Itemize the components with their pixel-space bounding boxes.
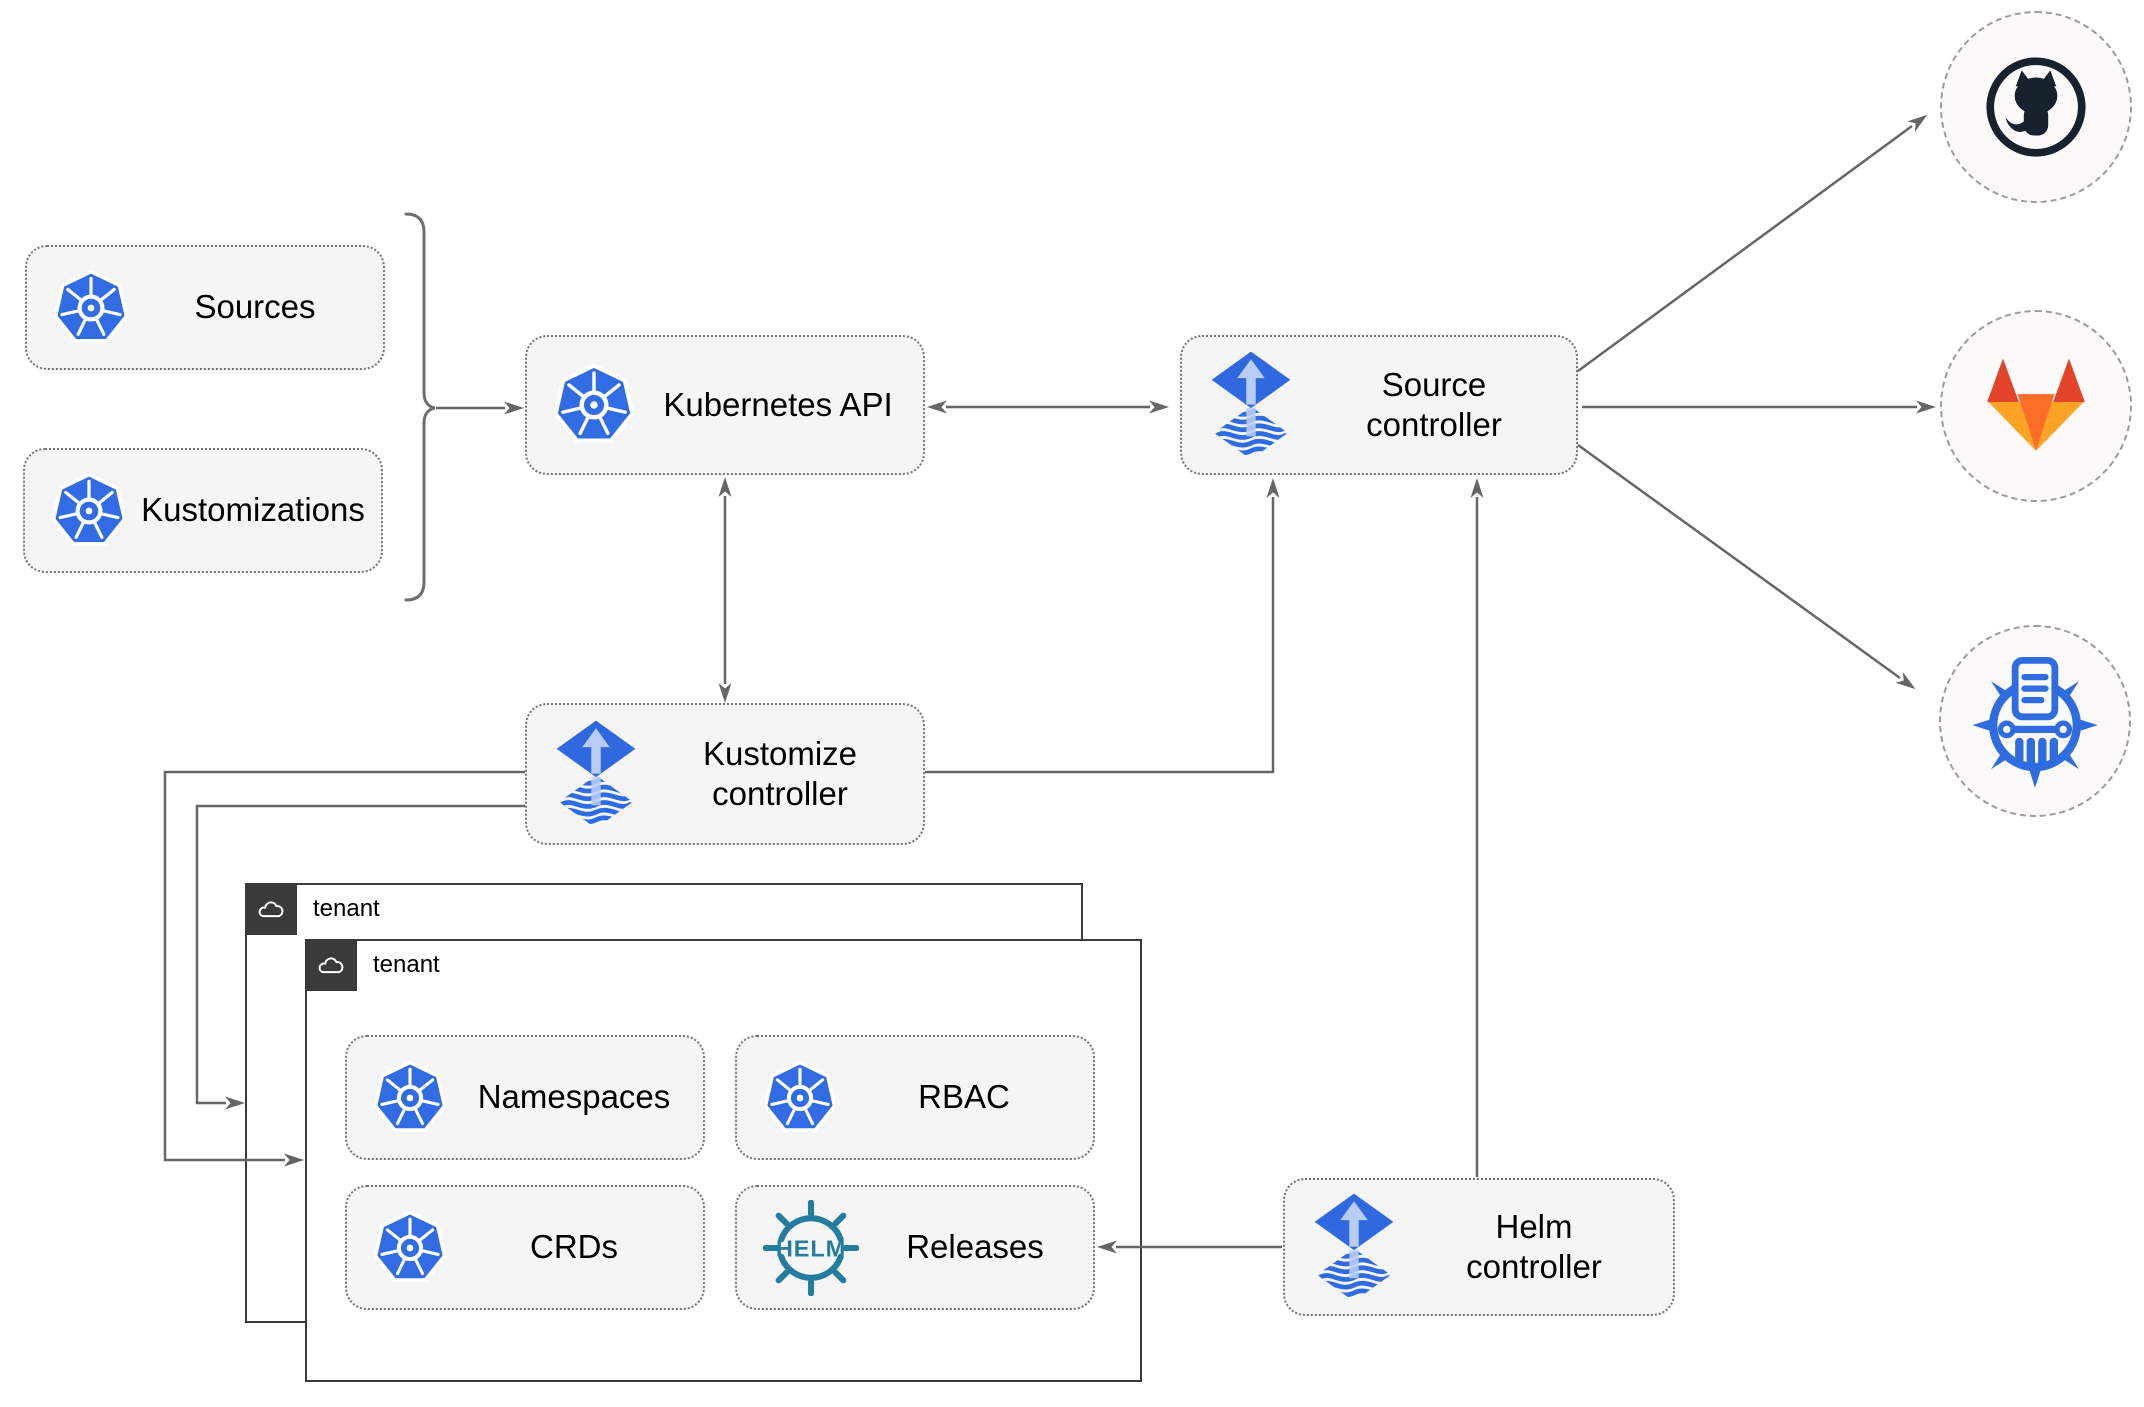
cloud-icon bbox=[316, 954, 346, 976]
edge-source-controller-to-registry bbox=[1577, 443, 1916, 690]
tenant-back-label: tenant bbox=[313, 895, 380, 922]
github-repository bbox=[1940, 11, 2132, 203]
container-registry-museum-icon bbox=[1966, 652, 2104, 790]
edge-source-controller-to-github bbox=[1577, 114, 1928, 373]
kubernetes-api-node: Kubernetes API bbox=[525, 335, 925, 475]
sources-label: Sources bbox=[194, 288, 316, 326]
gitlab-fox-icon bbox=[1970, 353, 2102, 459]
helm-wheel-icon bbox=[763, 1200, 859, 1296]
releases-label: Releases bbox=[906, 1228, 1044, 1266]
crds-node: CRDs bbox=[345, 1185, 705, 1310]
flux-gitops-arrow-icon bbox=[553, 718, 639, 831]
tenant-front-tab bbox=[304, 938, 357, 991]
tenant-front-label: tenant bbox=[373, 951, 440, 978]
kustomizations-label: Kustomizations bbox=[141, 491, 365, 529]
crds-label: CRDs bbox=[530, 1228, 618, 1266]
kustomizations-node: Kustomizations bbox=[23, 448, 383, 573]
kustomize-controller-node: Kustomize controller bbox=[525, 703, 925, 845]
github-octocat-icon bbox=[1975, 46, 2097, 168]
kubernetes-wheel-icon bbox=[763, 1061, 837, 1135]
edge-kustomize-controller-to-source-controller bbox=[925, 478, 1280, 774]
sources-node: Sources bbox=[25, 245, 385, 370]
source-controller-label: Source controller bbox=[1366, 365, 1502, 443]
helm-controller-node: Helm controller bbox=[1283, 1178, 1675, 1316]
namespaces-label: Namespaces bbox=[477, 1078, 671, 1116]
kubernetes-wheel-icon bbox=[373, 1211, 447, 1285]
cloud-icon bbox=[256, 898, 286, 920]
container-registry bbox=[1939, 625, 2131, 817]
namespaces-node: Namespaces bbox=[345, 1035, 705, 1160]
kubernetes-wheel-icon bbox=[53, 270, 129, 346]
rbac-node: RBAC bbox=[735, 1035, 1095, 1160]
tenant-group-front: tenant bbox=[304, 938, 1142, 1382]
kubernetes-wheel-icon bbox=[51, 473, 127, 549]
helm-controller-label: Helm controller bbox=[1466, 1207, 1602, 1285]
tenant-back-tab bbox=[244, 882, 297, 935]
flux-gitops-arrow-icon bbox=[1208, 349, 1294, 462]
kubernetes-wheel-icon bbox=[553, 364, 635, 446]
kustomize-controller-label: Kustomize controller bbox=[702, 734, 858, 812]
source-controller-node: Source controller bbox=[1180, 335, 1578, 475]
flux-gitops-arrow-icon bbox=[1311, 1191, 1397, 1304]
rbac-label: RBAC bbox=[918, 1078, 1010, 1116]
kubernetes-api-label: Kubernetes API bbox=[663, 385, 893, 423]
releases-node: Releases bbox=[735, 1185, 1095, 1310]
sources-group-bracket bbox=[404, 212, 436, 602]
kubernetes-wheel-icon bbox=[373, 1061, 447, 1135]
gitlab-repository bbox=[1940, 310, 2132, 502]
